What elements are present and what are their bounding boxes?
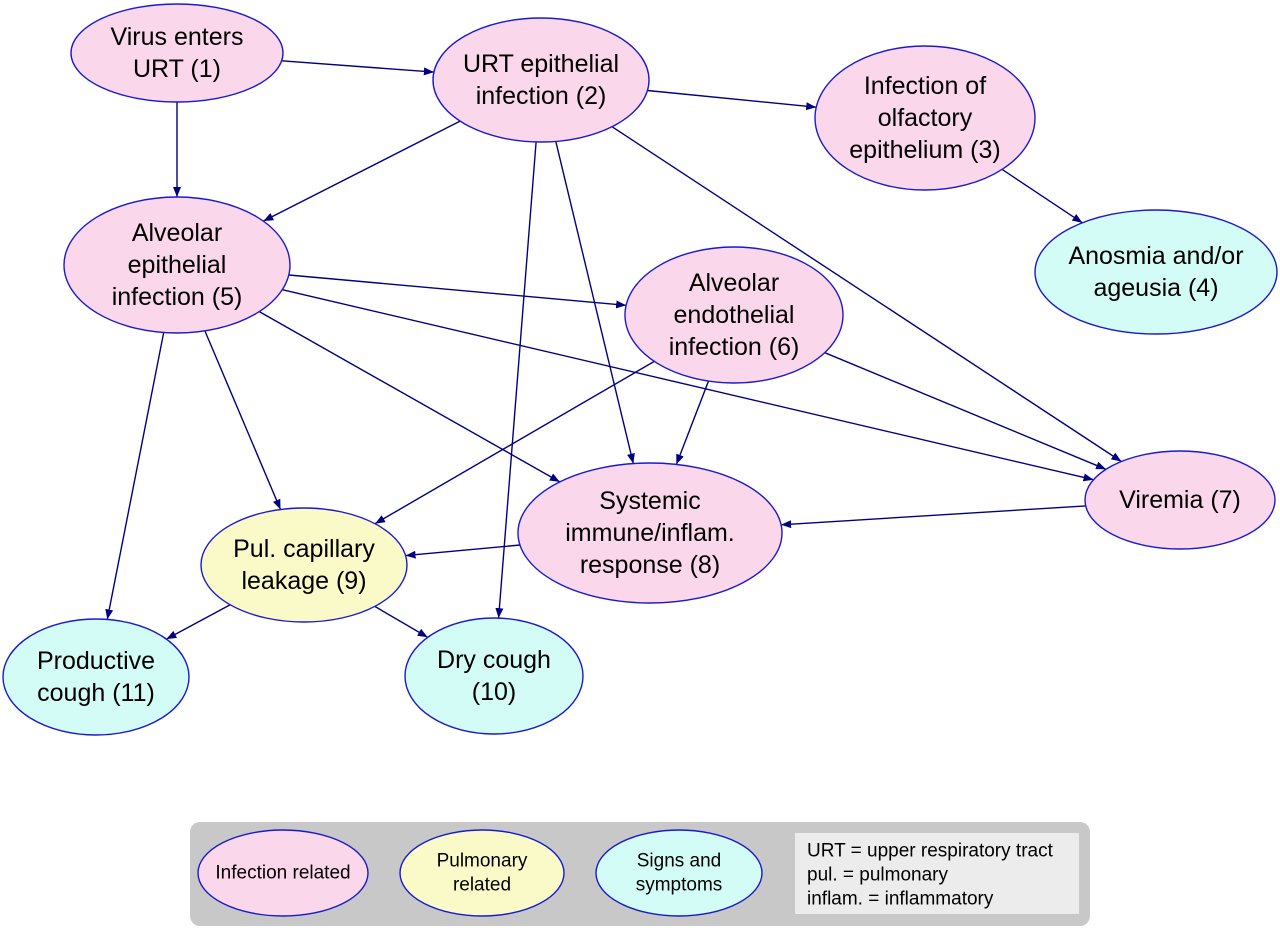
node-n1-label-line-1: Virus enters [111,23,244,51]
legend-item-infection: Infection related [197,829,369,917]
node-n9: Pul. capillary leakage (9) [200,507,408,623]
node-n2-label-line-1: URT epithelial [463,50,619,78]
node-n4-label-line-1: Anosmia and/or [1068,242,1243,270]
node-n2-label-line-2: infection (2) [476,82,607,110]
abbreviation-line-3: inflam. = inflammatory [807,889,994,910]
node-n9-label-line-1: Pul. capillary [233,535,375,563]
edge-n3-to-n4 [1001,168,1083,224]
edge-n2-to-n5 [262,120,461,222]
node-n8-ellipse [517,462,783,604]
node-n10: Dry cough (10) [404,617,584,735]
node-n4-ellipse [1034,209,1278,335]
edge-n8-to-n9 [405,544,521,559]
legend-item-symptom: Signs and symptoms [595,829,763,917]
edge-n7-to-n8 [781,505,1086,529]
edge-n2-to-n7 [611,126,1122,463]
node-n9-ellipse [200,507,408,623]
abbreviations-box [795,833,1079,914]
node-n7: Viremia (7) [1084,450,1276,550]
node-n1-ellipse [70,3,284,103]
legend-pulmonary-label-line-1: Pulmonary [437,851,528,872]
abbreviation-line-1: URT = upper respiratory tract [807,841,1054,862]
edge-n5-to-n11 [105,332,165,620]
node-n10-label-line-2: (10) [472,678,516,706]
node-n6-ellipse [624,246,844,384]
edge-n5-to-n7 [282,289,1094,482]
node-n2-ellipse [432,17,650,143]
abbreviation-line-2: pul. = pulmonary [807,865,948,886]
node-n3: Infection of olfactory epithelium (3) [814,45,1036,191]
node-n6-label-line-2: endothelial [674,301,795,329]
node-n11-ellipse [2,618,190,736]
edge-n5-to-n9 [204,330,282,510]
node-n3-label-line-2: olfactory [878,104,973,132]
node-n2: URT epithelial infection (2) [432,17,650,143]
edge-n6-to-n9 [374,360,655,525]
node-n8: Systemic immune/inflam. response (8) [517,462,783,604]
edge-n6-to-n8 [675,380,710,465]
node-n7-ellipse [1084,450,1276,550]
node-n7-label-line-1: Viremia (7) [1119,486,1241,514]
legend-item-pulmonary: Pulmonary related [399,829,565,917]
edge-n9-to-n10 [374,605,429,638]
node-n11-label-line-2: cough (11) [37,679,155,707]
node-n8-label-line-1: Systemic [599,487,700,515]
edge-n6-to-n7 [824,352,1107,470]
node-n5-label-line-2: epithelial [128,251,227,279]
node-n6-label-line-1: Alveolar [689,269,779,297]
edges-layer [105,60,1122,640]
node-n4: Anosmia and/or ageusia (4) [1034,209,1278,335]
node-n3-label-line-1: Infection of [864,72,986,100]
legend-infection-label-line-1: Infection related [215,863,350,884]
node-n9-label-line-2: leakage (9) [241,567,366,595]
legend-symptom-label-line-1: Signs and [637,851,722,872]
legend-symptom-label-line-2: symptoms [636,875,723,896]
legend-swatch-pulmonary [399,829,565,917]
node-n3-label-line-3: epithelium (3) [849,136,1000,164]
legend: Infection related Pulmonary related Signs a… [190,822,1090,926]
node-n5-label-line-1: Alveolar [132,219,222,247]
edge-n5-to-n8 [258,310,561,483]
legend-swatch-symptom [595,829,763,917]
edge-n9-to-n11 [166,604,231,640]
edge-n2-to-n10 [495,141,537,619]
node-n6-label-line-3: infection (6) [669,333,800,361]
node-n4-label-line-2: ageusia (4) [1093,274,1218,302]
edge-n5-to-n6 [288,274,627,309]
node-n10-ellipse [404,617,584,735]
node-n10-label-line-1: Dry cough [437,646,551,674]
node-n11: Productive cough (11) [2,618,190,736]
legend-pulmonary-label-line-2: related [453,875,511,896]
node-n5-label-line-3: infection (5) [112,283,243,311]
node-n5-ellipse [63,196,291,334]
legend-swatch-infection [197,829,369,917]
node-n5: Alveolar epithelial infection (5) [63,196,291,334]
node-n8-label-line-2: immune/inflam. [565,519,735,547]
node-n6: Alveolar endothelial infection (6) [624,246,844,384]
node-n11-label-line-1: Productive [37,647,155,675]
node-n8-label-line-3: response (8) [580,551,720,579]
edge-n2-to-n3 [647,89,817,111]
node-n1-label-line-2: URT (1) [133,55,221,83]
edge-n1-to-n2 [281,60,434,76]
node-n3-ellipse [814,45,1036,191]
